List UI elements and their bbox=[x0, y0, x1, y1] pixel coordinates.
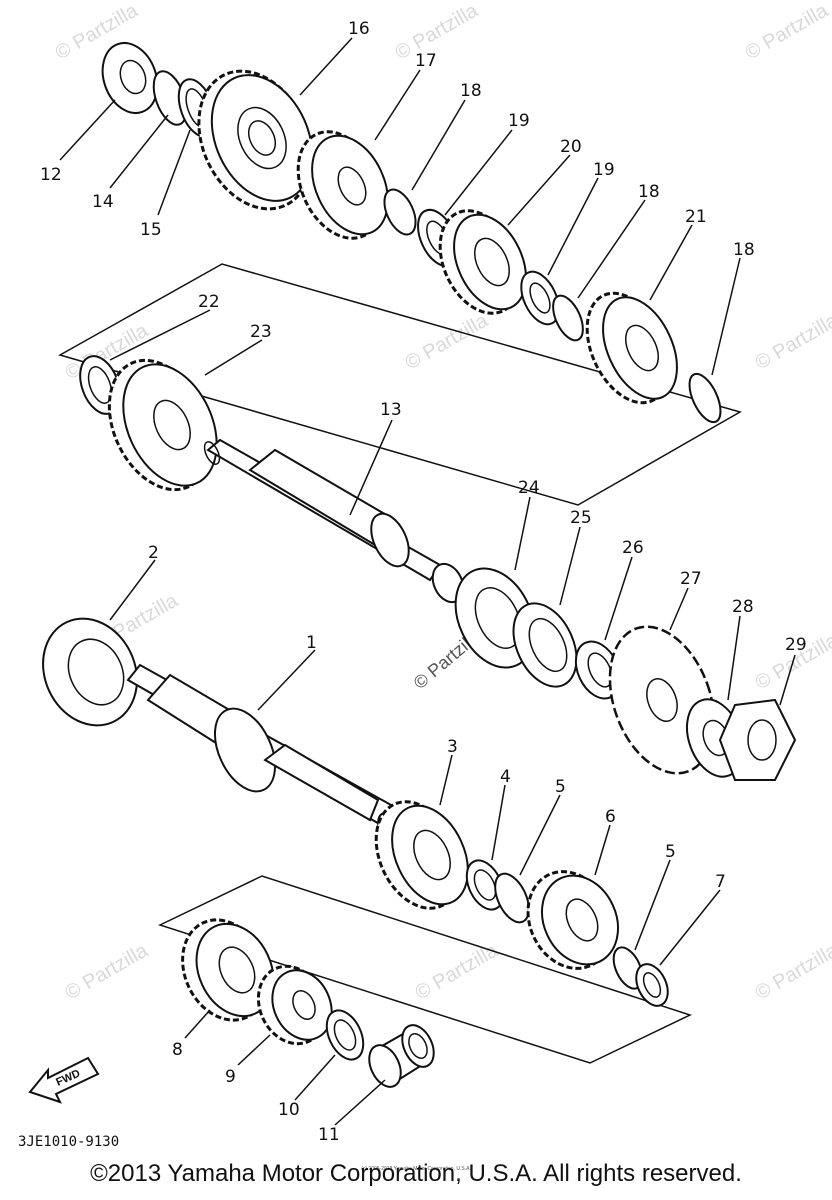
callout-15: 15 bbox=[140, 220, 162, 240]
callout-18-a: 18 bbox=[460, 81, 482, 101]
diagram-code: 3JE1010-9130 bbox=[18, 1134, 119, 1150]
tiny-copyright: (c) 2005-2018 Yamaha Motor Corporation, … bbox=[361, 1166, 471, 1172]
callout-6: 6 bbox=[605, 807, 616, 827]
circlip-5-a bbox=[494, 872, 530, 924]
callout-14: 14 bbox=[92, 192, 114, 212]
gear-21 bbox=[585, 291, 678, 405]
callout-8: 8 bbox=[172, 1040, 183, 1060]
watermark: © Partzilla bbox=[742, 0, 832, 64]
washer-19-b bbox=[520, 270, 560, 326]
oil-seal-25 bbox=[512, 602, 578, 688]
fwd-arrow-icon: FWD bbox=[28, 1056, 100, 1104]
callout-4: 4 bbox=[500, 767, 511, 787]
gear-17 bbox=[296, 130, 389, 240]
callout-22: 22 bbox=[198, 292, 220, 312]
callout-28: 28 bbox=[732, 597, 754, 617]
callout-5: 5 bbox=[555, 777, 566, 797]
callout-10: 10 bbox=[278, 1100, 300, 1120]
callout-19-a: 19 bbox=[508, 111, 530, 131]
gear-20 bbox=[438, 209, 527, 315]
watermark: © Partzilla bbox=[392, 0, 483, 64]
gear-8 bbox=[181, 918, 275, 1022]
bearing-2 bbox=[42, 617, 138, 727]
callout-21: 21 bbox=[685, 207, 707, 227]
washer-10 bbox=[325, 1009, 365, 1061]
callout-5-b: 5 bbox=[665, 842, 676, 862]
callout-9: 9 bbox=[225, 1067, 236, 1087]
callout-23: 23 bbox=[250, 322, 272, 342]
nut-29 bbox=[718, 698, 797, 781]
watermark: © Partzilla bbox=[752, 939, 832, 1004]
drive-axle-group-outline bbox=[157, 875, 693, 1064]
callout-27: 27 bbox=[680, 569, 702, 589]
circlip-18-a bbox=[383, 188, 417, 236]
gear-3 bbox=[374, 800, 469, 910]
callouts: 1 2 3 4 5 6 5 7 8 9 10 11 12 13 14 15 16… bbox=[40, 19, 807, 1145]
callout-7: 7 bbox=[715, 872, 726, 892]
circlip-18-c bbox=[688, 372, 722, 424]
gear-9 bbox=[256, 964, 333, 1046]
callout-19-b: 19 bbox=[593, 160, 615, 180]
copyright-notice: ©2013 Yamaha Motor Corporation, U.S.A. A… bbox=[90, 1160, 742, 1187]
watermark: © Partzilla bbox=[752, 309, 832, 374]
drive-axle-1 bbox=[126, 663, 403, 848]
washer-7 bbox=[635, 963, 669, 1007]
main-axle-group-outline bbox=[58, 263, 742, 506]
callout-24: 24 bbox=[518, 478, 540, 498]
bearing-11 bbox=[368, 1024, 435, 1088]
leader-lines bbox=[59, 37, 796, 1126]
callout-16: 16 bbox=[348, 19, 370, 39]
circlip-18-b bbox=[552, 294, 584, 342]
gear-6 bbox=[526, 870, 619, 970]
callout-18-b: 18 bbox=[638, 182, 660, 202]
callout-2: 2 bbox=[148, 543, 159, 563]
callout-18-c: 18 bbox=[733, 240, 755, 260]
watermark: © Partzilla bbox=[62, 939, 153, 1004]
callout-25: 25 bbox=[570, 508, 592, 528]
bearing-12 bbox=[101, 42, 159, 114]
callout-13: 13 bbox=[380, 400, 402, 420]
callout-17: 17 bbox=[415, 51, 437, 71]
main-axle-13 bbox=[203, 438, 465, 604]
callout-12: 12 bbox=[40, 165, 62, 185]
callout-20: 20 bbox=[560, 137, 582, 157]
callout-26: 26 bbox=[622, 538, 644, 558]
callout-3: 3 bbox=[447, 737, 458, 757]
gear-16 bbox=[197, 69, 314, 211]
gear-23 bbox=[107, 358, 218, 492]
callout-1: 1 bbox=[306, 633, 317, 653]
callout-29: 29 bbox=[785, 635, 807, 655]
callout-11: 11 bbox=[318, 1125, 340, 1145]
